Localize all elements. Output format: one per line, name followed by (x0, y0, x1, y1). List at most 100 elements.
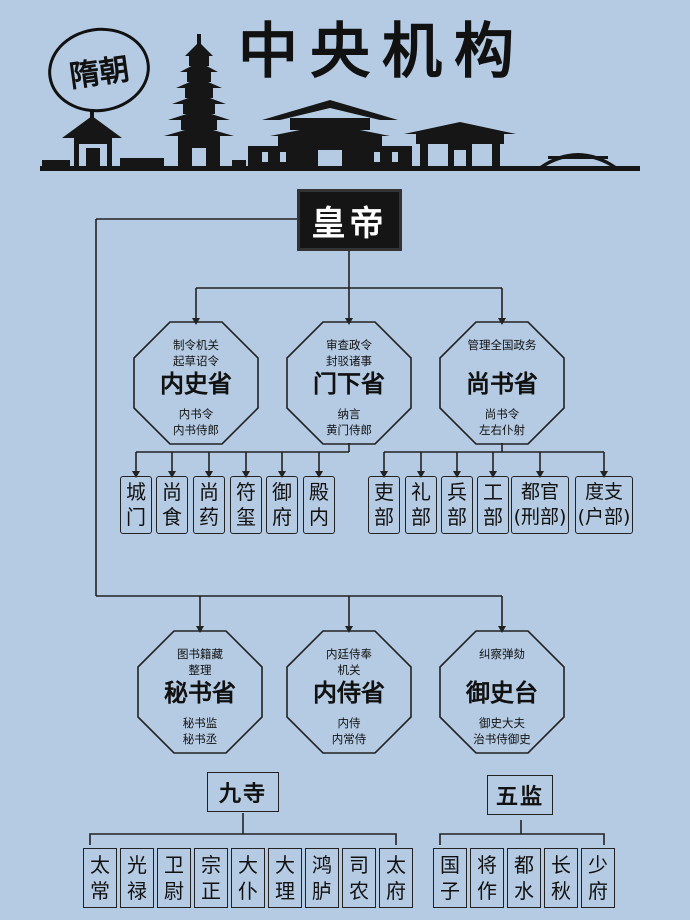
pavilion-icon (62, 116, 122, 138)
directorate-char: 子 (440, 879, 460, 903)
ministry-char: 度支 (584, 481, 623, 503)
censorate: 纠察弹劾 御史台 御史大夫治书侍御史 (439, 630, 565, 754)
directorate-char: 国 (440, 853, 460, 877)
court-char: 府 (386, 879, 406, 903)
court-box: 大仆 (231, 848, 265, 908)
palace-icon (248, 100, 412, 166)
court-char: 大 (238, 853, 258, 877)
directorate-box: 长秋 (544, 848, 578, 908)
directorate-box: 国子 (433, 848, 467, 908)
court-box: 太常 (83, 848, 117, 908)
bureau-char: 御 (272, 480, 292, 504)
duty-line: 整理 (188, 663, 212, 677)
court-char: 鸿 (312, 853, 332, 877)
department-name: 尚书省 (466, 370, 538, 398)
official-title: 左右仆射 (479, 423, 525, 437)
bureau-char: 食 (162, 505, 182, 529)
bureau-char: 药 (199, 505, 219, 529)
duty-line: 制令机关 (173, 338, 219, 352)
gate-tower-icon (404, 122, 516, 166)
directorate-char: 长 (551, 853, 571, 877)
ministry-box: 兵部 (441, 476, 473, 534)
court-char: 司 (349, 853, 369, 877)
pagoda-icon (164, 34, 234, 166)
court-box: 鸿胪 (305, 848, 339, 908)
five-directorates-label: 五监 (487, 775, 553, 815)
ministry-box: 度支(户部) (575, 476, 633, 534)
ministry-char: 部 (447, 505, 467, 529)
court-char: 尉 (164, 879, 184, 903)
official-title: 治书侍御史 (473, 732, 531, 746)
neishi-palace-department: 内廷侍奉机关 内侍省 内侍内常侍 (286, 630, 412, 754)
ministry-char: 工 (483, 480, 503, 504)
court-char: 光 (127, 853, 147, 877)
duty-line: 内廷侍奉 (326, 647, 372, 661)
official-title: 御史大夫 (479, 716, 525, 730)
duty-line: 封驳诸事 (326, 354, 372, 368)
court-char: 仆 (238, 879, 258, 903)
emperor-box: 皇帝 (297, 189, 402, 251)
directorate-char: 府 (588, 879, 608, 903)
bureau-box: 尚药 (193, 476, 225, 534)
court-char: 太 (90, 853, 110, 877)
duty-line: 纠察弹劾 (479, 647, 525, 661)
official-title: 秘书丞 (182, 732, 218, 746)
bureau-box: 御府 (266, 476, 298, 534)
court-char: 宗 (201, 853, 221, 877)
court-box: 司农 (342, 848, 376, 908)
duty-line: 管理全国政务 (467, 338, 537, 352)
official-title: 纳言 (337, 407, 361, 421)
nine-courts-label: 九寺 (207, 772, 279, 812)
bureau-char: 内 (309, 505, 329, 529)
bridge-icon (540, 153, 616, 166)
directorate-box: 将作 (470, 848, 504, 908)
mishu-department: 图书籍藏整理 秘书省 秘书监秘书丞 (137, 630, 263, 754)
department-name: 内史省 (160, 370, 232, 398)
duty-line: 审查政令 (326, 338, 372, 352)
menxia-department: 审查政令封驳诸事 门下省 纳言黄门侍郎 (286, 321, 412, 445)
bureau-char: 城 (126, 480, 146, 504)
ministry-box: 吏部 (368, 476, 400, 534)
duty-line: 机关 (337, 663, 361, 677)
duty-line: 图书籍藏 (177, 647, 223, 661)
directorate-char: 作 (477, 879, 497, 903)
duty-line: 起草诏令 (173, 354, 219, 368)
court-char: 理 (275, 879, 295, 903)
court-char: 卫 (164, 853, 184, 877)
court-char: 正 (201, 879, 221, 903)
department-name: 门下省 (313, 370, 385, 398)
official-title: 内书令 (178, 407, 214, 421)
bureau-char: 尚 (162, 480, 182, 504)
ministry-char: 礼 (411, 480, 431, 504)
official-title: 内书侍郎 (173, 423, 219, 437)
directorate-char: 少 (588, 853, 608, 877)
directorate-char: 都 (514, 853, 534, 877)
court-char: 禄 (127, 879, 147, 903)
shangshu-department: 管理全国政务 尚书省 尚书令左右仆射 (439, 321, 565, 445)
department-name: 秘书省 (164, 679, 236, 707)
court-char: 常 (90, 879, 110, 903)
directorate-box: 都水 (507, 848, 541, 908)
official-title: 尚书令 (484, 407, 520, 421)
court-box: 光禄 (120, 848, 154, 908)
ministry-char: 部 (483, 505, 503, 529)
court-char: 农 (349, 879, 369, 903)
bureau-char: 玺 (236, 505, 256, 529)
ministry-char: 都官 (520, 481, 559, 503)
bureau-char: 府 (272, 505, 292, 529)
bureau-char: 门 (126, 505, 146, 529)
ministry-char: 部 (411, 505, 431, 529)
bureau-char: 殿 (309, 480, 329, 504)
bureau-box: 城门 (120, 476, 152, 534)
directorate-char: 将 (477, 853, 497, 877)
directorate-char: 秋 (551, 879, 571, 903)
bureau-box: 殿内 (303, 476, 335, 534)
ministry-box: 工部 (477, 476, 509, 534)
bureau-box: 符玺 (230, 476, 262, 534)
ministry-char: 部 (374, 505, 394, 529)
neishi-department: 制令机关起草诏令 内史省 内书令内书侍郎 (133, 321, 259, 445)
bureau-char: 尚 (199, 480, 219, 504)
court-char: 胪 (312, 879, 332, 903)
official-title: 秘书监 (182, 716, 218, 730)
